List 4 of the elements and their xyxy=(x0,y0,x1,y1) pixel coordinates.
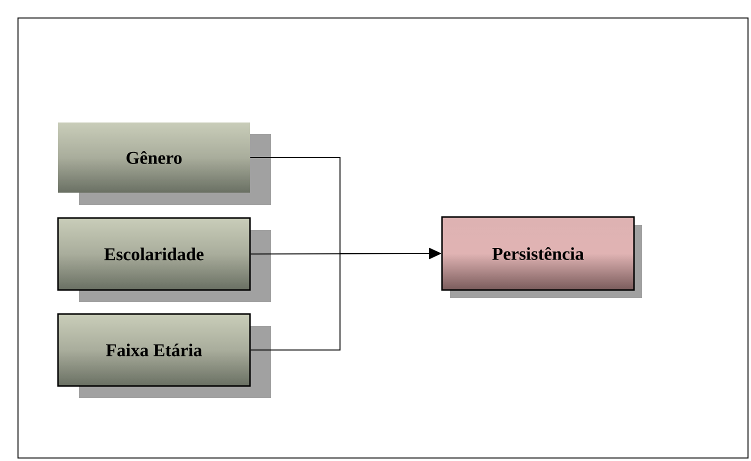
process-box: Faixa Etária xyxy=(57,313,271,398)
process-box: Escolaridade xyxy=(57,217,271,302)
process-box: Gênero xyxy=(58,122,271,205)
process-box: Persistência xyxy=(441,216,642,298)
